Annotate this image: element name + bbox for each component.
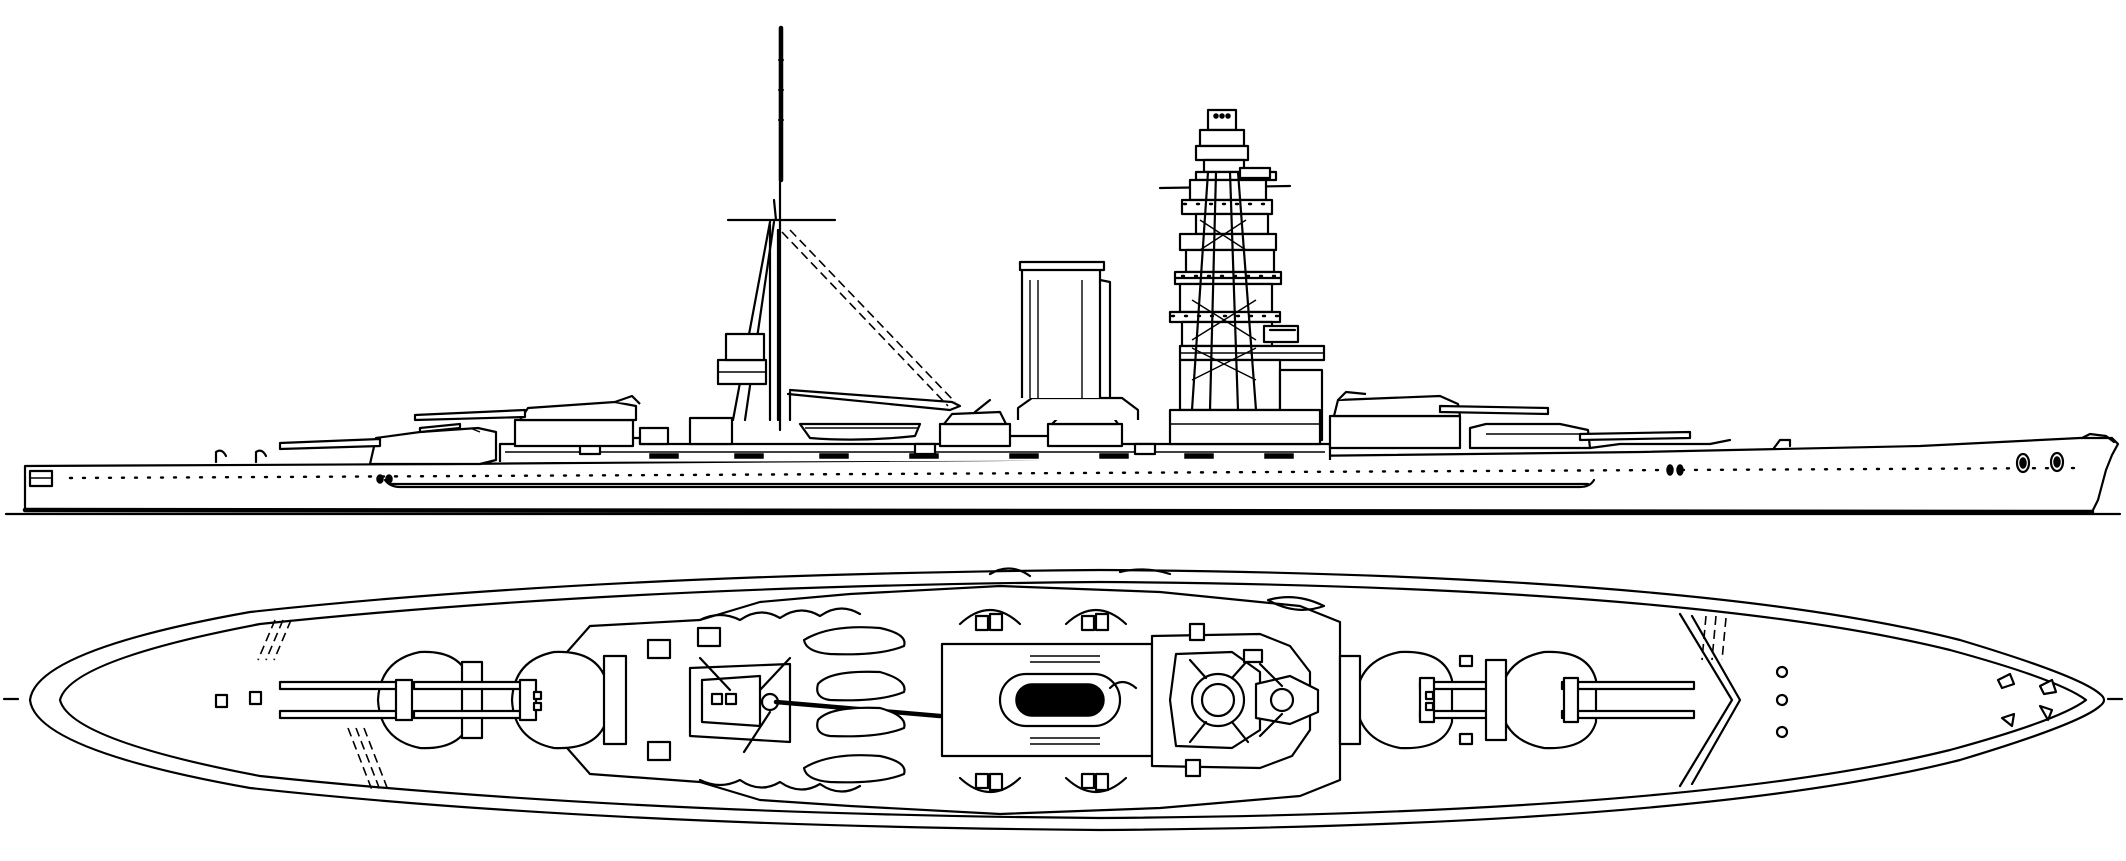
plan-turret-aft-2 — [412, 650, 628, 750]
turret-aft-2 — [413, 394, 641, 448]
casemate-ports — [376, 451, 2065, 484]
stern-deck-markings — [214, 619, 389, 791]
plan-bridge — [1150, 595, 1326, 778]
deck-hatch — [646, 740, 672, 762]
deck-hatch — [696, 626, 722, 648]
plan-view — [2, 567, 2124, 832]
plan-anchors — [1996, 672, 2058, 728]
funnel-opening — [1015, 683, 1105, 717]
superstructure-edge — [698, 778, 862, 793]
plan-capstans — [1775, 665, 1789, 739]
searchlight-wing — [1266, 595, 1326, 611]
pagoda-mast — [1158, 108, 1326, 446]
plan-deck-edge — [58, 580, 2088, 820]
stern-ventilator — [214, 449, 228, 464]
main-mast — [716, 25, 837, 432]
funnel — [1016, 260, 1140, 420]
jackstaff — [1772, 438, 1792, 450]
forecastle-deck — [1588, 438, 1732, 450]
turret-aft-1 — [278, 422, 498, 466]
stern-ventilator — [254, 449, 268, 464]
casemate-guns-row — [578, 442, 1294, 459]
deck-hatch — [646, 638, 672, 660]
superstructure-edge — [698, 607, 862, 622]
plan-secondary-mounts — [958, 567, 1172, 793]
fire-control-top — [1206, 108, 1238, 132]
boot-topping-line — [22, 507, 2095, 515]
deckhouse-aft — [688, 416, 734, 446]
plan-funnel-area — [940, 642, 1154, 758]
plan-breakwater — [1678, 612, 1742, 788]
plan-mainmast — [688, 656, 943, 754]
plan-boats — [802, 626, 906, 784]
turret-fore-2 — [1328, 390, 1550, 450]
boat-derrick — [781, 229, 962, 422]
plan-turret-fore-1 — [1458, 650, 1696, 750]
ship-boat — [798, 422, 922, 441]
side-profile-view — [4, 25, 2122, 516]
bow-crest — [2080, 432, 2116, 444]
plan-wing-mark — [988, 567, 1032, 578]
